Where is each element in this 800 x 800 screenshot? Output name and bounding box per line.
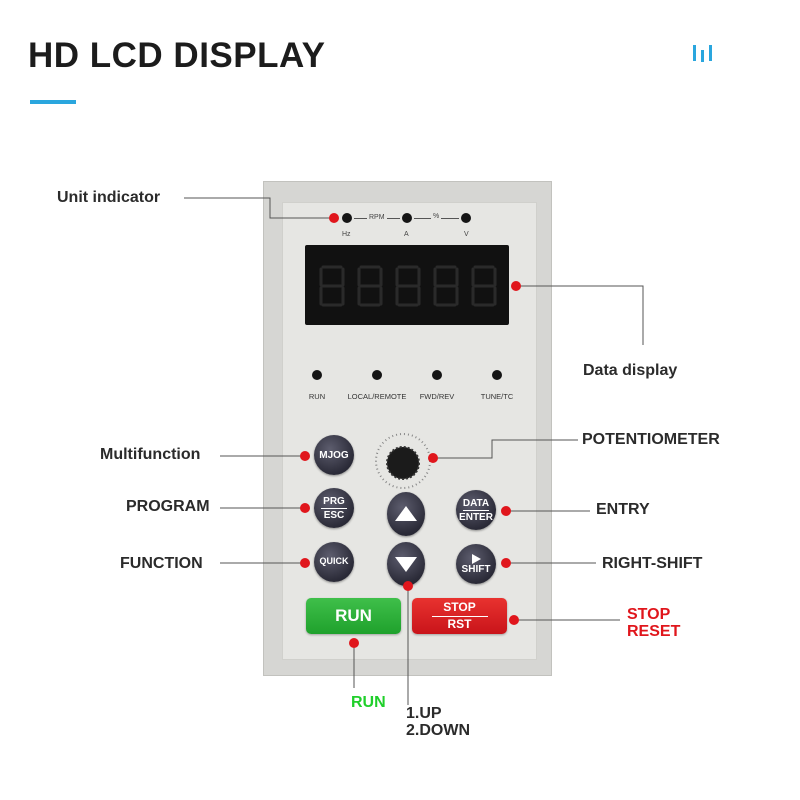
mjog-label: MJOG xyxy=(319,449,349,461)
prg-esc-button[interactable]: PRG ESC xyxy=(314,488,354,528)
callout-up: 1.UP xyxy=(406,705,442,722)
potentiometer-knob[interactable] xyxy=(370,428,440,498)
esc-label: ESC xyxy=(323,509,345,521)
status-label-local-remote: LOCAL/REMOTE xyxy=(347,392,407,401)
key-divider xyxy=(463,509,489,511)
mjog-button[interactable]: MJOG xyxy=(314,435,354,475)
prg-label: PRG xyxy=(323,495,345,507)
run-button[interactable]: RUN xyxy=(306,598,401,634)
up-arrow-icon xyxy=(395,506,417,521)
enter-label: ENTER xyxy=(459,511,493,523)
seven-segment-digits xyxy=(319,265,497,307)
page-title: HD LCD DISPLAY xyxy=(28,36,326,75)
callout-data-display: Data display xyxy=(583,362,678,379)
callout-down: 2.DOWN xyxy=(406,722,470,739)
unit-label-hz: Hz xyxy=(342,231,351,238)
play-right-icon xyxy=(472,553,481,564)
callout-reset: RESET xyxy=(627,623,681,640)
unit-led-a xyxy=(402,213,412,223)
status-led-local-remote xyxy=(372,370,382,380)
bars-icon xyxy=(693,45,712,62)
key-divider xyxy=(431,615,488,617)
unit-led-v xyxy=(461,213,471,223)
down-button[interactable] xyxy=(387,542,425,586)
unit-label-rpm: RPM xyxy=(367,214,387,221)
unit-label-percent: % xyxy=(431,213,442,220)
callout-run: RUN xyxy=(351,694,386,711)
stop-rst-button[interactable]: STOP RST xyxy=(412,598,507,634)
stop-key-label: STOP xyxy=(443,599,476,614)
callout-entry: ENTRY xyxy=(596,501,650,518)
up-button[interactable] xyxy=(387,492,425,536)
callout-stop: STOP xyxy=(627,606,671,623)
status-led-tune-tc xyxy=(492,370,502,380)
down-arrow-icon xyxy=(395,557,417,572)
title-underline xyxy=(30,100,76,104)
data-enter-button[interactable]: DATA ENTER xyxy=(456,490,496,530)
data-label: DATA xyxy=(462,497,490,509)
status-label-tune-tc: TUNE/TC xyxy=(480,392,514,401)
callout-function: FUNCTION xyxy=(120,555,203,572)
status-label-run: RUN xyxy=(308,392,326,401)
callout-multifunction: Multifunction xyxy=(100,446,201,463)
unit-label-a: A xyxy=(404,231,409,238)
quick-button[interactable]: QUICK xyxy=(314,542,354,582)
status-led-fwd-rev xyxy=(432,370,442,380)
callout-unit-indicator: Unit indicator xyxy=(57,189,161,206)
status-led-run xyxy=(312,370,322,380)
callout-program: PROGRAM xyxy=(126,498,210,515)
unit-label-v: V xyxy=(464,231,469,238)
quick-label: QUICK xyxy=(319,556,349,567)
callout-potentiometer: POTENTIOMETER xyxy=(582,431,720,448)
status-label-fwd-rev: FWD/REV xyxy=(419,392,455,401)
callout-right-shift: RIGHT-SHIFT xyxy=(602,555,703,572)
shift-label: SHIFT xyxy=(461,563,491,575)
unit-led-hz xyxy=(342,213,352,223)
rst-key-label: RST xyxy=(447,616,472,631)
shift-button[interactable]: SHIFT xyxy=(456,544,496,584)
key-divider xyxy=(321,507,347,509)
run-key-label: RUN xyxy=(335,606,372,625)
data-display xyxy=(305,245,509,325)
